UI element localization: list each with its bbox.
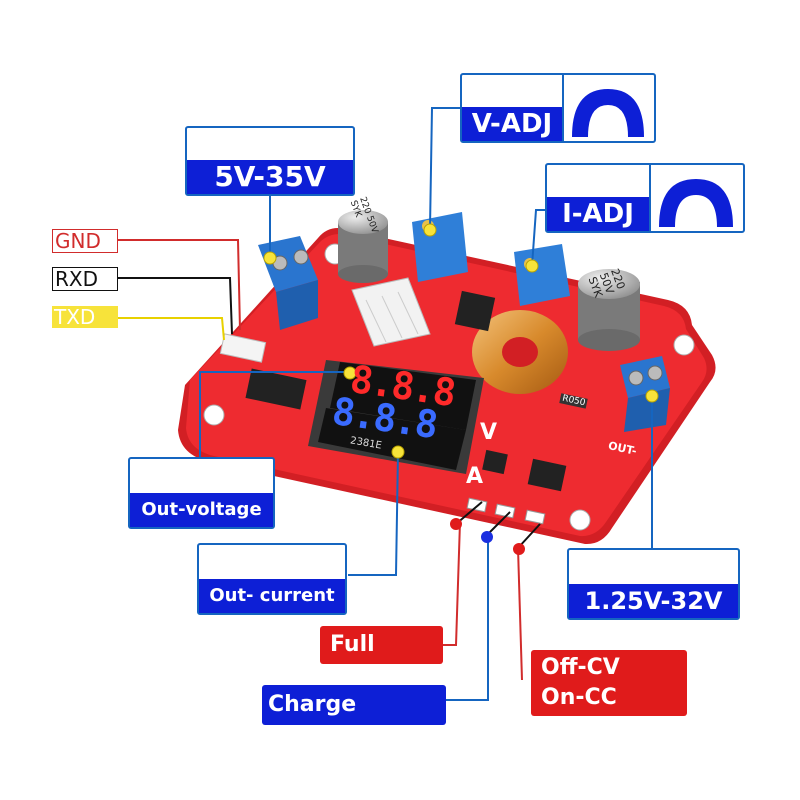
capacitor-right bbox=[578, 269, 640, 351]
heatsink-connector bbox=[351, 277, 431, 347]
output-terminal bbox=[620, 356, 670, 432]
out-voltage-label: Out-voltage bbox=[130, 493, 273, 527]
uart-header bbox=[219, 333, 267, 363]
ic-chip bbox=[482, 449, 508, 475]
ic-chip bbox=[245, 368, 307, 410]
input-range-label: 5V-35V bbox=[187, 160, 353, 194]
display-side-a: A bbox=[466, 464, 484, 489]
out-current-label: Out- current bbox=[199, 579, 345, 613]
v-adj-knob-icon bbox=[562, 75, 654, 141]
charge-label: Charge bbox=[262, 685, 446, 725]
out-current-callout: Out- current bbox=[197, 543, 347, 615]
mode-label: Off-CV On-CC bbox=[531, 650, 687, 716]
full-label: Full bbox=[320, 626, 443, 664]
mode-indicator-dot bbox=[513, 543, 525, 555]
v-adj-callout: V-ADJ bbox=[460, 73, 656, 143]
led-charge bbox=[494, 503, 516, 519]
mode-label-line2: On-CC bbox=[541, 685, 617, 710]
output-range-callout: 1.25V-32V bbox=[567, 548, 740, 620]
led-mode bbox=[524, 509, 546, 525]
ic-chip bbox=[527, 458, 567, 492]
v-adj-potentiometer bbox=[412, 212, 468, 282]
mount-hole bbox=[673, 334, 695, 356]
v-adj-label: V-ADJ bbox=[462, 107, 562, 141]
capacitor-left bbox=[338, 210, 388, 283]
i-adj-knob-icon bbox=[649, 165, 743, 231]
i-adj-callout: I-ADJ bbox=[545, 163, 745, 233]
out-voltage-callout: Out-voltage bbox=[128, 457, 275, 529]
toroid-inductor bbox=[472, 310, 568, 394]
display-side-v: V bbox=[480, 420, 498, 445]
pin-txd-label: TXD bbox=[52, 306, 118, 328]
seven-segment-display bbox=[308, 360, 484, 474]
leader-lines bbox=[118, 107, 653, 701]
mount-hole bbox=[203, 404, 225, 426]
ic-chip bbox=[454, 290, 496, 332]
mount-hole bbox=[569, 509, 591, 531]
full-indicator-dot bbox=[450, 518, 462, 530]
input-range-callout: 5V-35V bbox=[185, 126, 355, 196]
output-range-label: 1.25V-32V bbox=[569, 584, 738, 618]
mode-label-line1: Off-CV bbox=[541, 655, 620, 680]
i-adj-label: I-ADJ bbox=[547, 197, 649, 231]
charge-indicator-dot bbox=[481, 531, 493, 543]
pin-rxd-label: RXD bbox=[52, 267, 118, 291]
i-adj-potentiometer bbox=[514, 244, 570, 306]
input-terminal bbox=[258, 236, 318, 330]
pin-gnd-label: GND bbox=[52, 229, 118, 253]
marker-dots bbox=[263, 223, 659, 459]
